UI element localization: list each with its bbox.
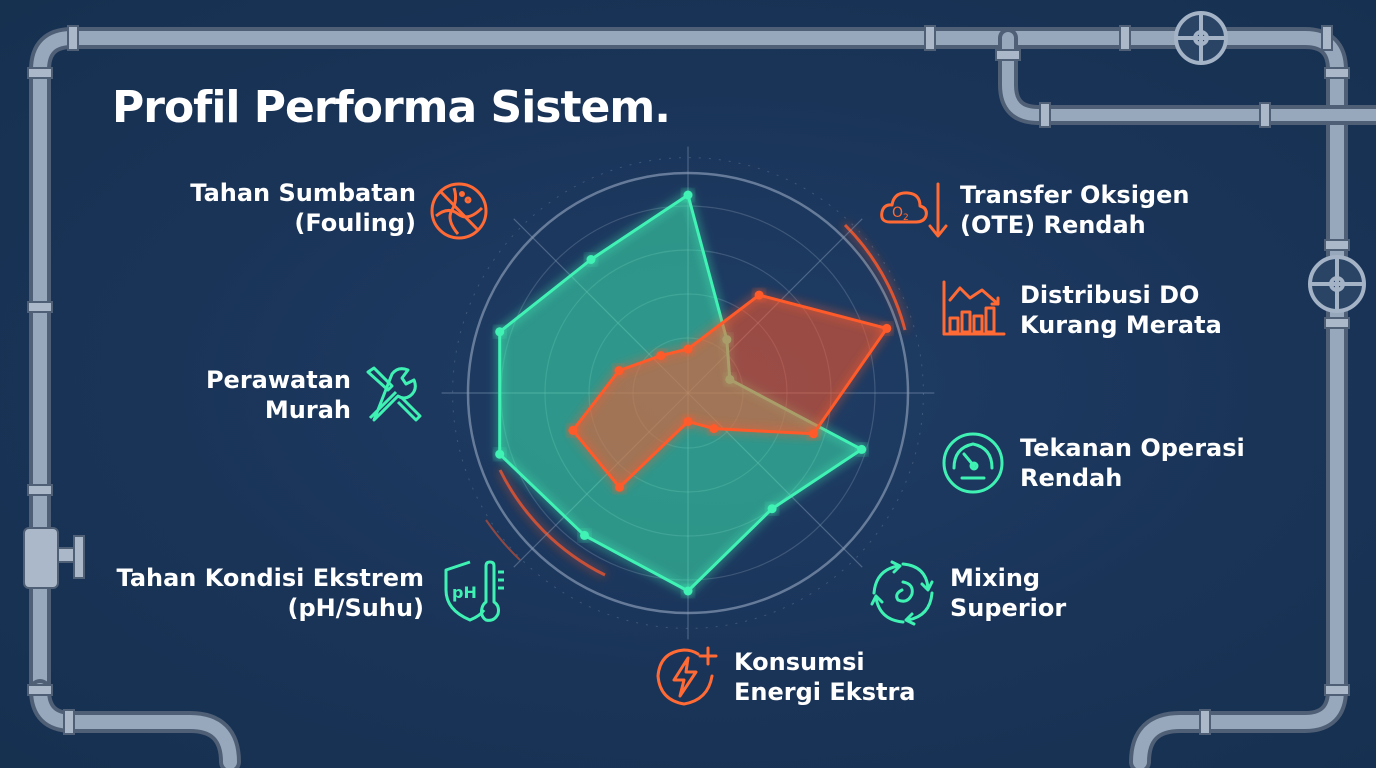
accent-arc-orange xyxy=(843,223,907,331)
valve-wheel-top-icon xyxy=(1174,11,1228,65)
label-perawatan-line1: Perawatan xyxy=(205,366,351,394)
label-perawatan-line2: Murah xyxy=(264,396,351,424)
label-tekanan-line1: Tekanan Operasi xyxy=(1020,434,1245,462)
valve-wheel-right-icon xyxy=(1308,255,1366,313)
label-ote: Transfer Oksigen (OTE) Rendah xyxy=(960,180,1189,240)
label-mixing-line2: Superior xyxy=(950,594,1067,622)
series-orange-point xyxy=(656,351,666,361)
label-mixing: Mixing Superior xyxy=(950,563,1066,623)
accent-arc-orange xyxy=(485,519,521,561)
series-green-point xyxy=(683,190,693,200)
series-green-point xyxy=(580,530,589,540)
series-orange-point xyxy=(882,323,892,333)
accent-arc-orange xyxy=(498,469,606,577)
label-perawatan: Perawatan Murah xyxy=(206,365,351,425)
series-orange-point xyxy=(809,429,818,439)
label-mixing-line1: Mixing xyxy=(950,564,1041,592)
energy-plus-icon xyxy=(656,646,718,706)
series-green-point xyxy=(495,327,505,337)
series-green-point xyxy=(767,504,777,514)
oxygen-down-icon: O 2 xyxy=(880,182,948,238)
svg-text:pH: pH xyxy=(452,583,477,602)
bar-chart-icon xyxy=(942,280,1006,336)
series-green-point xyxy=(683,586,693,596)
label-energi-line2: Energi Ekstra xyxy=(734,678,916,706)
label-ote-line1: Transfer Oksigen xyxy=(960,181,1190,209)
label-energi: Konsumsi Energi Ekstra xyxy=(734,647,916,707)
page-title: Profil Performa Sistem. xyxy=(112,82,671,133)
label-do: Distribusi DO Kurang Merata xyxy=(1020,280,1222,340)
label-fouling-line2: (Fouling) xyxy=(294,209,416,237)
label-do-line1: Distribusi DO xyxy=(1020,281,1200,309)
label-ekstrem-line1: Tahan Kondisi Ekstrem xyxy=(116,564,424,592)
svg-text:2: 2 xyxy=(903,213,909,223)
no-clog-icon xyxy=(430,182,488,240)
wrench-screwdriver-icon xyxy=(366,366,422,422)
label-do-line2: Kurang Merata xyxy=(1020,311,1222,339)
series-orange-point xyxy=(709,424,719,434)
series-orange-point xyxy=(614,366,624,376)
label-tekanan-line2: Rendah xyxy=(1020,464,1123,492)
series-green-point xyxy=(495,449,505,459)
grid-ring xyxy=(466,171,910,615)
series-orange-point xyxy=(683,344,693,354)
swirl-arrows-icon xyxy=(870,560,934,626)
label-tekanan: Tekanan Operasi Rendah xyxy=(1020,433,1245,493)
label-energi-line1: Konsumsi xyxy=(734,648,865,676)
label-fouling: Tahan Sumbatan (Fouling) xyxy=(190,178,416,238)
series-orange-point xyxy=(683,417,693,427)
label-fouling-line1: Tahan Sumbatan xyxy=(190,179,416,207)
label-ekstrem: Tahan Kondisi Ekstrem (pH/Suhu) xyxy=(117,563,424,623)
label-ekstrem-line2: (pH/Suhu) xyxy=(287,594,424,622)
series-orange-area xyxy=(572,295,887,488)
series-orange-point xyxy=(568,425,578,435)
svg-text:O: O xyxy=(892,205,903,221)
radar-series xyxy=(495,190,892,596)
label-ote-line2: (OTE) Rendah xyxy=(960,211,1146,239)
pressure-gauge-icon xyxy=(942,432,1004,494)
grid-ring-dashed xyxy=(452,157,924,629)
series-green-point xyxy=(586,255,596,264)
series-orange-point xyxy=(754,290,764,300)
shield-thermometer-icon: pH xyxy=(444,560,504,622)
series-orange-point xyxy=(615,482,624,492)
series-green-point xyxy=(857,444,867,454)
